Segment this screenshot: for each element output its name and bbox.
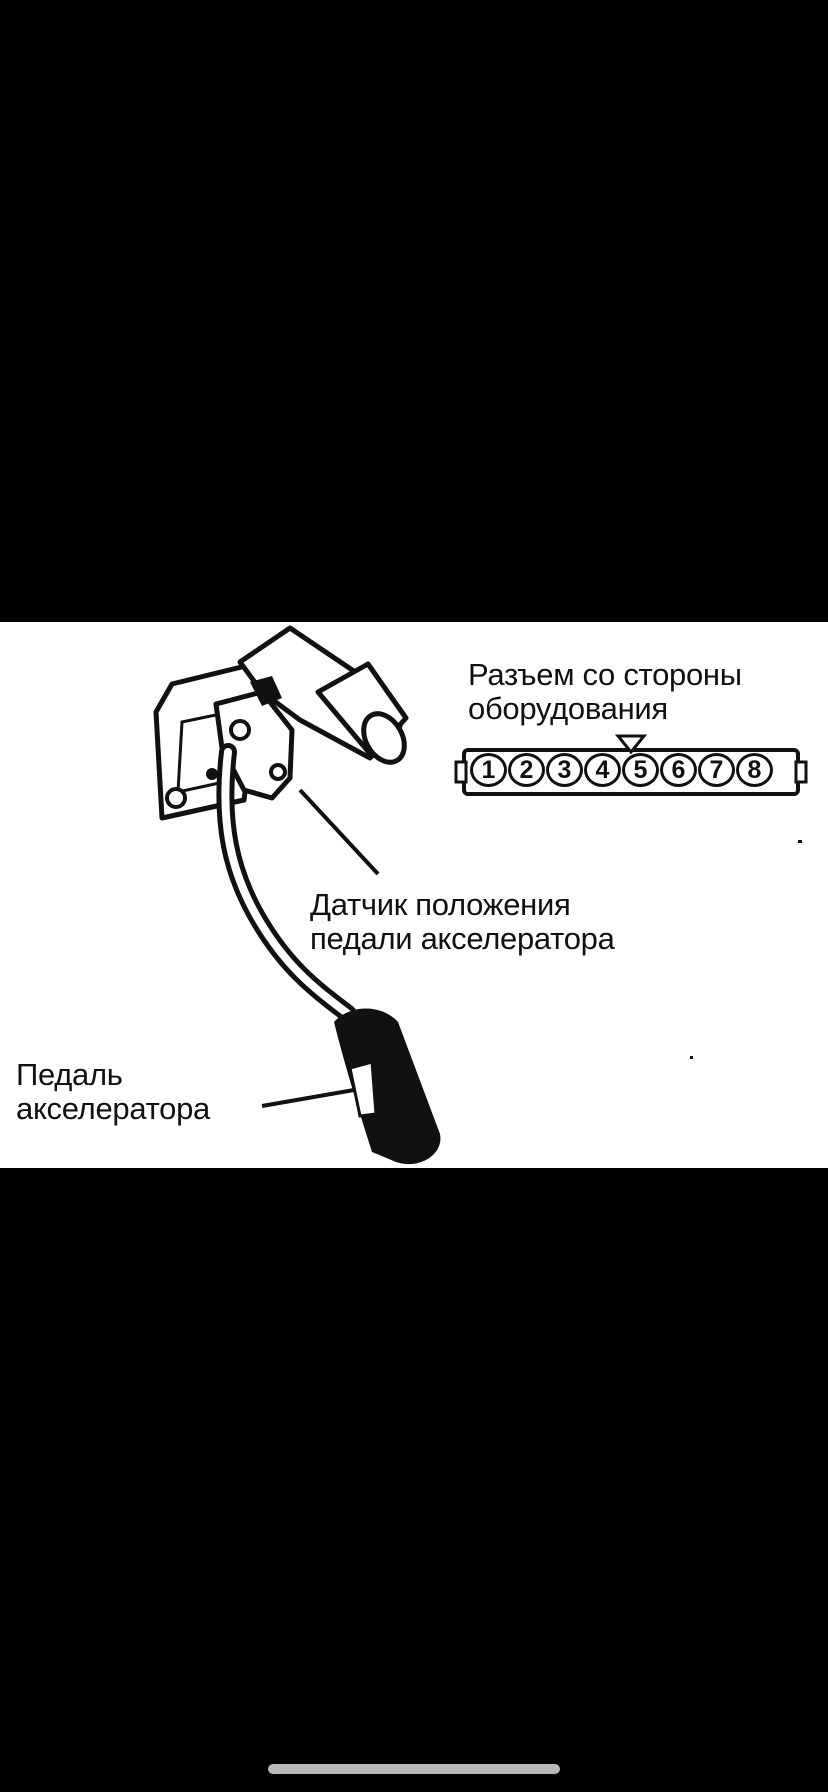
- connector-pin: 4: [584, 753, 621, 787]
- pedal-pad-clip: [348, 1060, 378, 1118]
- bracket-bolt: [165, 787, 187, 809]
- sensor-label-line2: педали акселератора: [310, 921, 615, 956]
- sensor-label: Датчик положения педали акселератора: [310, 888, 615, 956]
- scan-speck: [798, 840, 802, 843]
- home-indicator[interactable]: [268, 1764, 560, 1774]
- sensor-mount-screw: [269, 763, 287, 781]
- pedal-arm-highlight: [221, 748, 352, 1018]
- pedal-label: Педаль акселератора: [16, 1058, 210, 1126]
- sensor-leader-line: [298, 788, 380, 876]
- connector-pin: 1: [470, 753, 507, 787]
- connector-pin: 3: [546, 753, 583, 787]
- connector-pin: 5: [622, 753, 659, 787]
- diagram-image[interactable]: 1 2 3 4 5 6 7 8 Разъем со стороны оборуд…: [0, 622, 828, 1168]
- connector-label: Разъем со стороны оборудования: [468, 658, 742, 726]
- pedal-leader-line: [261, 1088, 355, 1108]
- sensor-label-line1: Датчик положения: [310, 887, 571, 922]
- pedal-label-line2: акселератора: [16, 1091, 210, 1126]
- connector-label-line2: оборудования: [468, 691, 668, 726]
- connector-pin-row: 1 2 3 4 5 6 7 8: [470, 753, 790, 789]
- connector-pin: 6: [660, 753, 697, 787]
- sensor-connector: [250, 676, 282, 706]
- bracket-bolt: [206, 768, 218, 780]
- pedal-label-line1: Педаль: [16, 1057, 123, 1092]
- connector-pin: 2: [508, 753, 545, 787]
- connector-key-triangle: [614, 734, 648, 755]
- connector-label-line1: Разъем со стороны: [468, 657, 742, 692]
- sensor-mount-screw: [229, 719, 251, 741]
- connector-pin: 7: [698, 753, 735, 787]
- scan-speck: [690, 1056, 693, 1059]
- pedal-pad: [334, 1008, 441, 1165]
- connector-latch-left: [454, 760, 468, 784]
- housing-end-cap: [361, 711, 407, 765]
- connector-latch-right: [794, 760, 808, 784]
- connector-pin: 8: [736, 753, 773, 787]
